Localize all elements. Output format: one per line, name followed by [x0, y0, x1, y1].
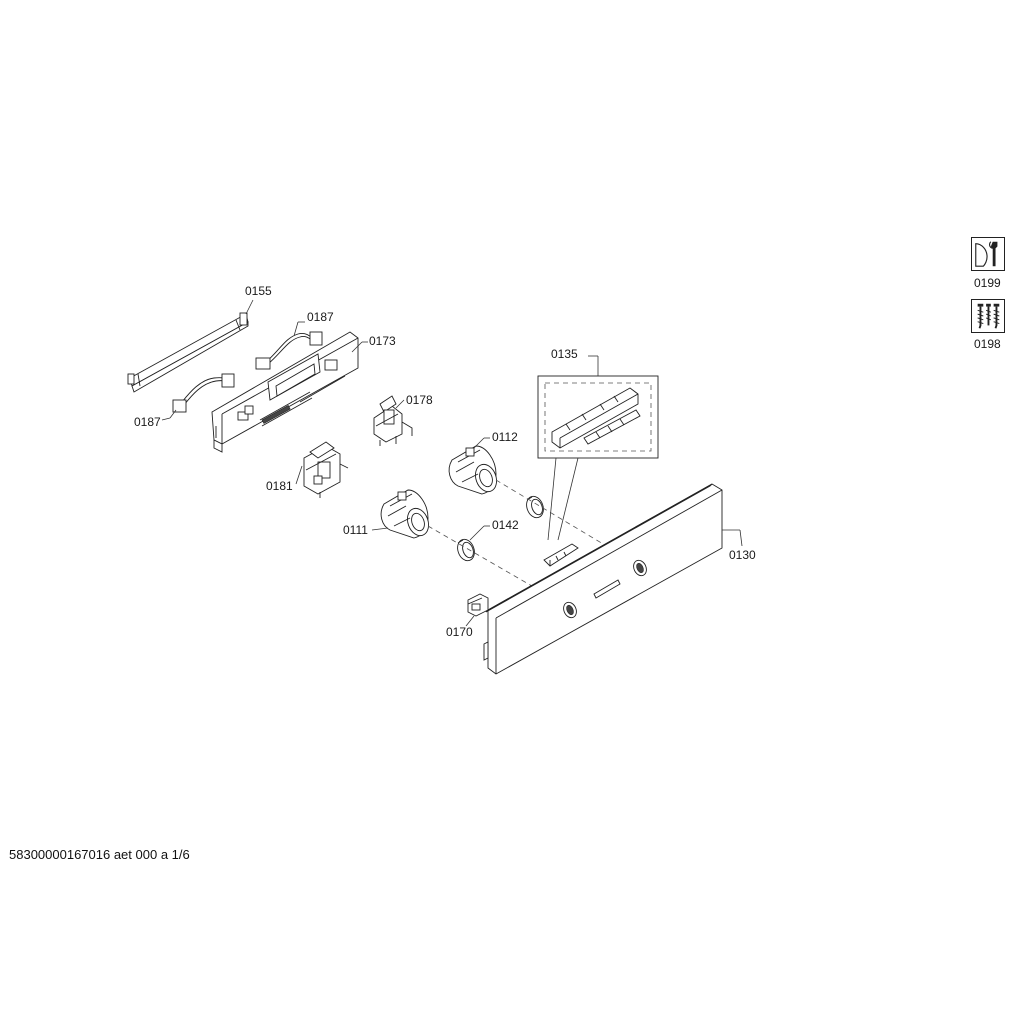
part-0155-rail: [127, 299, 254, 393]
label-0173: 0173: [369, 334, 396, 348]
part-0170-small-button: [465, 593, 489, 627]
label-0155: 0155: [245, 284, 272, 298]
label-0198: 0198: [974, 337, 1001, 351]
label-0112: 0112: [492, 430, 518, 444]
part-0187-cable-lower: [161, 373, 235, 421]
label-0142: 0142: [492, 518, 519, 532]
label-0187-upper: 0187: [307, 310, 334, 324]
label-0111: 0111: [343, 523, 368, 537]
part-0111-rotary-knob: [371, 489, 429, 539]
wrench-screwdriver-icon: [971, 237, 1005, 271]
part-0142-ring-lower: [457, 525, 490, 562]
part-0130-front-panel: [483, 483, 743, 675]
label-0130: 0130: [729, 548, 756, 562]
part-0173-control-frame: [211, 331, 368, 453]
part-0112-rotary-knob: [448, 437, 497, 495]
part-0178-bracket: [373, 395, 413, 446]
label-0178: 0178: [406, 393, 433, 407]
document-code: 58300000167016 aet 000 a 1/6: [9, 847, 190, 862]
label-0187-lower: 0187: [134, 415, 161, 429]
part-0142-ring-upper: [526, 495, 544, 519]
screws-icon: [971, 299, 1005, 333]
label-0181: 0181: [266, 479, 293, 493]
label-0135: 0135: [551, 347, 578, 361]
part-0181-switch-module: [295, 441, 349, 498]
label-0199: 0199: [974, 276, 1001, 290]
part-0187-cable-upper: [255, 321, 323, 370]
part-0135-button-strip-detail: [537, 355, 659, 567]
label-0170: 0170: [446, 625, 473, 639]
